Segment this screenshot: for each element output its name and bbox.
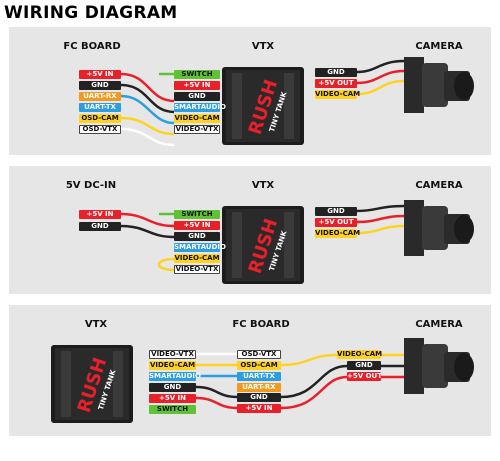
wire-cam-gnd: [356, 204, 405, 213]
vtx-pin-5v-in: +5V IN: [149, 394, 196, 403]
vtx-board: RUSH TINY TANK: [222, 206, 304, 284]
wire-cam-video: [280, 353, 338, 367]
vtx-pin-switch: SWITCH: [149, 405, 196, 414]
vtx-pin-video-vtx: VIDEO-VTX: [174, 125, 220, 134]
fc-pin-osd-cam: OSD-CAM: [79, 114, 121, 123]
vtx-pin-video-vtx: VIDEO-VTX: [174, 265, 220, 274]
vtx-pin-5v-in: +5V IN: [174, 81, 220, 90]
vtx-pin-5v-in: +5V IN: [174, 221, 220, 230]
vtx-pin-video-vtx: VIDEO-VTX: [149, 350, 196, 359]
fc-pin-osd-vtx: OSD-VTX: [237, 350, 281, 359]
panel3-drawing: RUSH TINY TANK: [51, 338, 474, 423]
vtx-pin-smartaudio: SMARTAUDIO: [149, 372, 201, 381]
vtx-pin-switch: SWITCH: [174, 210, 220, 219]
fc-pin-uart-rx: UART-RX: [79, 92, 121, 101]
label-fc-board: FC BOARD: [63, 41, 121, 52]
wire-cam-gnd: [356, 59, 405, 74]
vtx-pin-smartaudio: SMARTAUDIO: [174, 243, 226, 252]
dc-pin-gnd: GND: [79, 222, 121, 231]
wire-cam-5v: [356, 69, 405, 85]
wire-cam-5v: [280, 375, 348, 410]
fc-pin-osd-vtx: OSD-VTX: [79, 125, 121, 134]
vtx-pin-smartaudio: SMARTAUDIO: [174, 103, 226, 112]
page-title: WIRING DIAGRAM: [4, 3, 178, 23]
panel-vtx-fc-camera-wiring: RUSH TINY TANK VTX FC BOARD CAMERA VIDEO…: [9, 305, 491, 436]
label-vtx: VTX: [84, 319, 108, 330]
label-vtx: VTX: [251, 180, 275, 191]
fc-pin-uart-tx: UART-TX: [237, 372, 281, 381]
vtx-pin-gnd: GND: [149, 383, 196, 392]
panel-fc-board-wiring: RUSH TINY TANK FC BOARD VTX CAMERA +5V I…: [9, 27, 491, 155]
vtx-out-video-cam: VIDEO-CAM: [315, 90, 361, 99]
wire-video-loop: [157, 257, 175, 272]
vtx-pin-video-cam: VIDEO-CAM: [174, 114, 220, 123]
wire-osd-cam: [120, 116, 175, 136]
fc-pin-gnd: GND: [237, 393, 281, 402]
wire-gnd: [195, 385, 238, 399]
wire-uart-rx: [120, 94, 175, 125]
vtx-board: RUSH TINY TANK: [222, 67, 304, 145]
fc-pin-5v-in: +5V IN: [237, 404, 281, 413]
dc-pin-5v-in: +5V IN: [79, 210, 121, 219]
label-camera: CAMERA: [415, 180, 463, 191]
fc-pin-5v-in: +5V IN: [79, 70, 121, 79]
cam-pin-5v-out: +5V OUT: [347, 372, 382, 381]
wire-5v: [195, 396, 238, 410]
wire-cam-video: [356, 79, 405, 96]
vtx-out-gnd: GND: [315, 68, 357, 77]
fc-pin-gnd: GND: [79, 81, 121, 90]
wire-osd-vtx: [120, 127, 175, 147]
fc-pin-uart-tx: UART-TX: [79, 103, 121, 112]
camera-3: [404, 338, 474, 394]
label-fc-board: FC BOARD: [232, 319, 290, 330]
wire-cam-5v: [356, 214, 405, 224]
vtx-pin-gnd: GND: [174, 92, 220, 101]
panel2-drawing: RUSH TINY TANK: [120, 200, 474, 284]
vtx-pin-switch: SWITCH: [174, 70, 220, 79]
panel1-drawing: RUSH TINY TANK: [120, 57, 474, 147]
wire-dc-gnd: [120, 224, 175, 239]
fc-pin-osd-cam: OSD-CAM: [237, 361, 281, 370]
camera-1: [404, 57, 474, 113]
fc-pin-uart-rx: UART-RX: [237, 383, 281, 392]
cam-pin-gnd: GND: [347, 361, 381, 370]
camera-2: [404, 200, 474, 256]
label-camera: CAMERA: [415, 41, 463, 52]
vtx-out-gnd: GND: [315, 207, 357, 216]
vtx-pin-gnd: GND: [174, 232, 220, 241]
wire-5v-in: [120, 72, 175, 103]
vtx-pin-video-cam: VIDEO-CAM: [174, 254, 220, 263]
label-5v-dc-in: 5V DC-IN: [65, 180, 117, 191]
wire-cam-video: [356, 224, 405, 235]
vtx-out-5v: +5V OUT: [315, 79, 357, 88]
cam-pin-video-cam: VIDEO-CAM: [337, 350, 383, 359]
wire-gnd: [120, 83, 175, 114]
panel-dc-in-wiring: RUSH TINY TANK 5V DC-IN VTX CAMERA +5V I…: [9, 166, 491, 294]
vtx-board: RUSH TINY TANK: [51, 345, 133, 423]
wire-dc-5v: [120, 212, 175, 228]
label-vtx: VTX: [251, 41, 275, 52]
vtx-pin-video-cam: VIDEO-CAM: [149, 361, 196, 370]
vtx-out-video-cam: VIDEO-CAM: [315, 229, 361, 238]
vtx-out-5v: +5V OUT: [315, 218, 357, 227]
label-camera: CAMERA: [415, 319, 463, 330]
wire-cam-gnd: [280, 364, 348, 399]
